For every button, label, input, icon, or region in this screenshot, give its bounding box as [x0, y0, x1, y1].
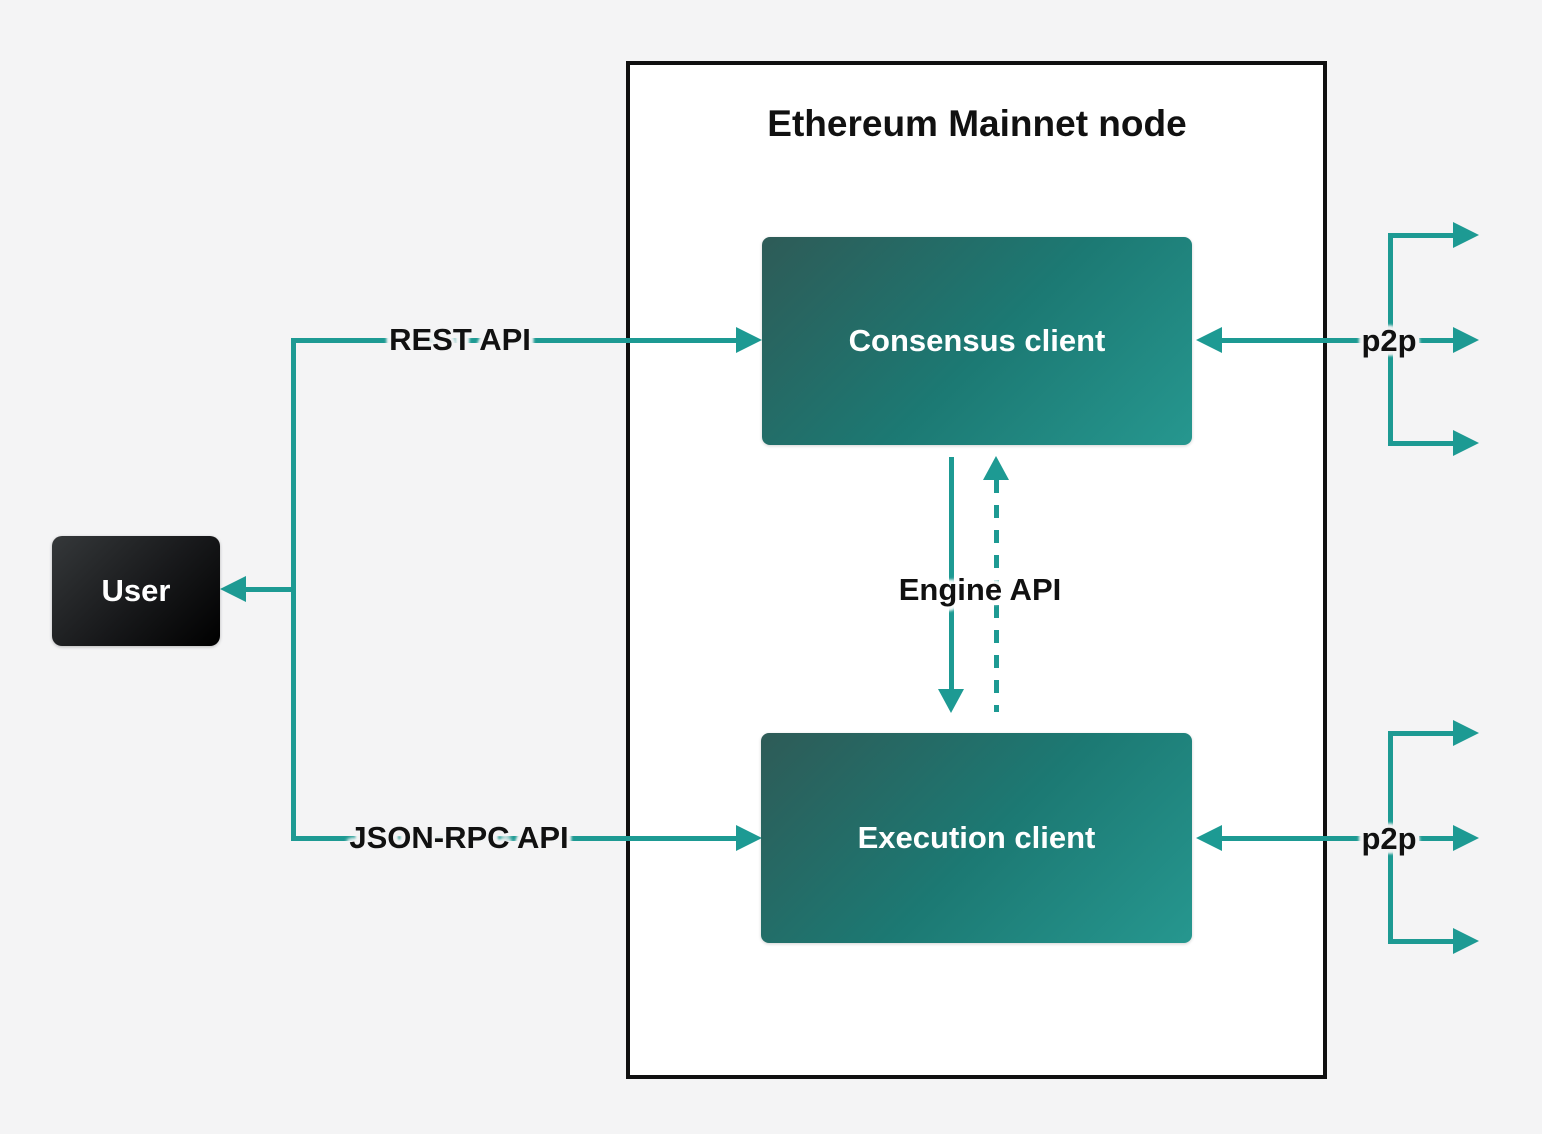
p2p-consensus-bottom-line — [1388, 441, 1453, 446]
p2p-execution-mid-arrowhead-icon — [1453, 825, 1479, 851]
engine-api-up-arrowhead-icon — [983, 456, 1009, 480]
user-arrow-line — [246, 587, 296, 592]
engine-api-up-dashed-line — [994, 480, 999, 712]
p2p-execution-bottom-arrowhead-icon — [1453, 928, 1479, 954]
user-node: User — [52, 536, 220, 646]
p2p-execution-mid-line — [1419, 836, 1453, 841]
p2p-execution-top-line — [1388, 731, 1453, 736]
p2p-to-consensus-line — [1222, 338, 1362, 343]
p2p-to-execution-arrowhead-icon — [1196, 825, 1222, 851]
json-rpc-api-label: JSON-RPC API — [349, 820, 569, 855]
execution-client-node: Execution client — [761, 733, 1192, 943]
rest-api-arrow-line — [291, 338, 738, 343]
user-label: User — [101, 573, 171, 608]
consensus-client-label: Consensus client — [848, 323, 1106, 358]
execution-client-label: Execution client — [857, 820, 1096, 855]
p2p-consensus-mid-line — [1419, 338, 1453, 343]
p2p-consensus-top-line — [1388, 233, 1453, 238]
engine-api-down-line — [949, 457, 954, 689]
json-rpc-arrow-line — [291, 836, 738, 841]
p2p-execution-trunk-line — [1388, 731, 1393, 943]
p2p-consensus-bottom-arrowhead-icon — [1453, 430, 1479, 456]
p2p-to-execution-line — [1222, 836, 1362, 841]
p2p-to-consensus-arrowhead-icon — [1196, 327, 1222, 353]
rest-api-label: REST API — [389, 322, 531, 357]
json-rpc-arrowhead-icon — [736, 825, 762, 851]
p2p-execution-top-arrowhead-icon — [1453, 720, 1479, 746]
p2p-consensus-mid-arrowhead-icon — [1453, 327, 1479, 353]
p2p-consensus-label: p2p — [1361, 323, 1417, 358]
p2p-execution-bottom-line — [1388, 939, 1453, 944]
engine-api-label: Engine API — [898, 572, 1062, 607]
rest-api-arrowhead-icon — [736, 327, 762, 353]
consensus-client-node: Consensus client — [762, 237, 1192, 445]
engine-api-down-arrowhead-icon — [938, 689, 964, 713]
diagram-title: Ethereum Mainnet node — [767, 103, 1187, 144]
p2p-consensus-top-arrowhead-icon — [1453, 222, 1479, 248]
p2p-execution-label: p2p — [1361, 821, 1417, 856]
p2p-consensus-trunk-line — [1388, 233, 1393, 445]
user-arrowhead-icon — [220, 576, 246, 602]
